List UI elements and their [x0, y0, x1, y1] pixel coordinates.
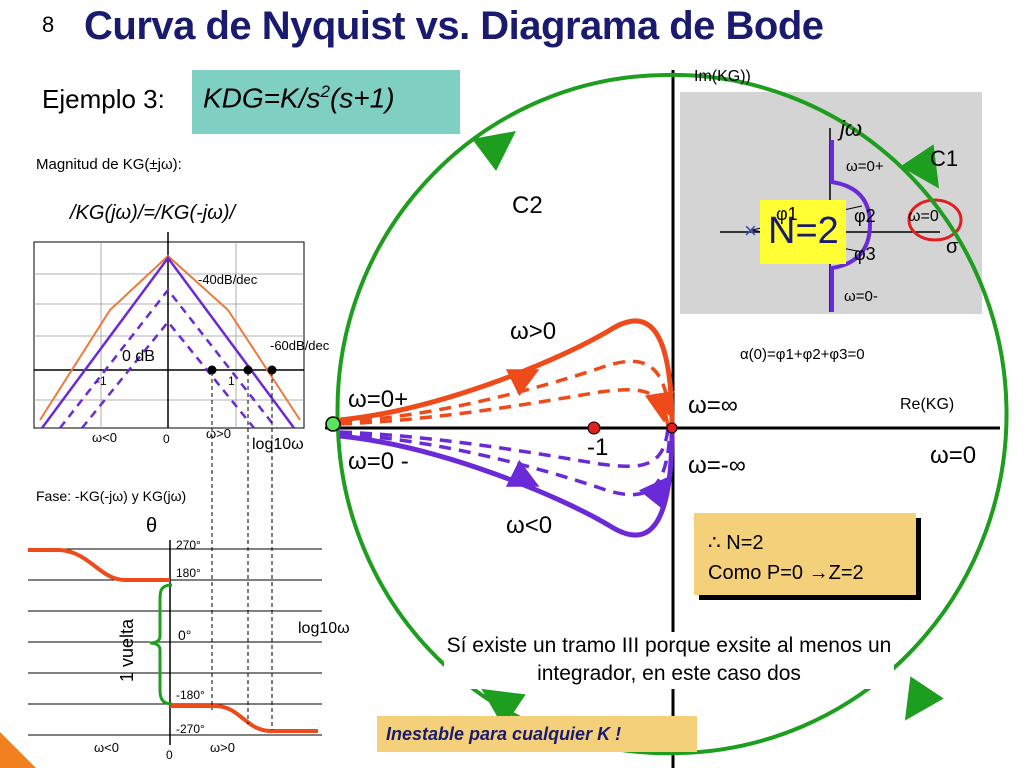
omega-0-right-label: ω=0 — [930, 442, 977, 469]
n2-highlight — [760, 200, 846, 264]
nyquist-positive-branch — [339, 318, 675, 429]
bode-phase-upper-curve — [28, 548, 170, 582]
phase-omega-neg: ω<0 — [94, 740, 119, 755]
conclusion-line1: ∴ N=2 — [708, 532, 764, 554]
purple-arrow-1 — [505, 459, 540, 487]
conclusion-box — [694, 513, 916, 595]
mag-omega-neg: ω<0 — [92, 430, 117, 445]
corner-decoration — [0, 732, 36, 768]
omega-positive-label: ω>0 — [510, 318, 557, 345]
vuelta-label: 1 vuelta — [117, 618, 138, 683]
tick-neg1: -1 — [96, 374, 107, 388]
formula: KDG=K/s2(s+1) — [203, 82, 395, 114]
zero-db-label: 0 dB — [122, 348, 155, 365]
slide-title: Curva de Nyquist vs. Diagrama de Bode — [84, 4, 824, 48]
formula-main: KDG=K/s — [203, 82, 321, 114]
tm270: -270° — [176, 722, 205, 736]
alpha-label: α(0)=φ1+φ2+φ3=0 — [740, 346, 865, 363]
phase-omega-pos: ω>0 — [210, 740, 235, 755]
t0: 0° — [178, 627, 192, 643]
omega-0plus-label: ω=0+ — [348, 386, 409, 413]
omega-0minus-label: ω=0 - — [348, 448, 409, 475]
green-arrow-4 — [481, 688, 526, 728]
w0plus-label: ω=0+ — [846, 158, 884, 175]
theta-label: θ — [146, 515, 158, 537]
pole-x-mark: × — [744, 218, 757, 243]
bode-mag-purple-dash2 — [81, 320, 255, 429]
bode-dot-1 — [207, 365, 217, 375]
t180: 180° — [176, 566, 201, 580]
green-large-circle-upper-left — [335, 73, 666, 429]
connector-lines — [211, 372, 273, 730]
nyquist-positive-dashed-1 — [339, 359, 672, 429]
example-label: Ejemplo 3: — [42, 84, 165, 114]
red-arrow-2 — [644, 390, 675, 423]
tm180: -180° — [176, 688, 205, 702]
bode-mag-orange — [39, 254, 301, 421]
phase-zero: 0 — [166, 748, 173, 762]
unstable-text: Inestable para cualquier K ! — [386, 724, 622, 744]
phi3-label: φ3 — [854, 244, 876, 264]
bode-dot-2 — [243, 365, 253, 375]
bode-phase-lower-curve — [170, 704, 318, 733]
c2-label: C2 — [512, 192, 543, 219]
unstable-box — [377, 716, 697, 752]
phi2-label: φ2 — [854, 206, 876, 226]
explanation-text: Sí existe un tramo III porque exsite al … — [444, 632, 894, 689]
t270: 270° — [176, 538, 201, 552]
c1-contour — [830, 140, 873, 312]
im-label: Im(KG)) — [694, 68, 751, 85]
slide-number: 8 — [42, 12, 55, 37]
phi1-label: φ1 — [776, 204, 798, 224]
purple-arrow-2 — [638, 476, 670, 510]
bode-mag-grid — [34, 242, 304, 428]
sigma-label: σ — [946, 236, 959, 258]
bode-mag-equality: /KG(jω)/=/KG(-jω)/ — [70, 202, 236, 224]
green-arrow-1 — [472, 131, 516, 171]
slope-60: -60dB/dec — [270, 338, 330, 353]
bode-dot-3 — [267, 365, 277, 375]
w0-inset-label: ω=0 — [908, 208, 939, 225]
omega-minf-label: ω=-∞ — [688, 452, 746, 479]
re-label: Re(KG) — [900, 396, 955, 413]
bode-mag-heading: Magnitud de KG(±jω): — [36, 156, 182, 173]
tick-pos1: 1 — [228, 374, 235, 388]
mag-omega-pos: ω>0 — [206, 426, 231, 441]
bode-mag-purple-dash1 — [59, 287, 277, 429]
formula-box — [192, 70, 460, 134]
phase-log-label: log10ω — [298, 620, 350, 637]
c1-label: C1 — [930, 146, 959, 171]
omega-negative-label: ω<0 — [506, 512, 553, 539]
phase-heading: Fase: -KG(-jω) y KG(jω) — [36, 488, 187, 504]
origin-dot — [666, 422, 678, 434]
omega-inf-label: ω=∞ — [688, 392, 738, 419]
green-large-circle — [664, 72, 1009, 755]
vuelta-brace — [149, 583, 173, 706]
bode-mag-frame — [33, 241, 305, 429]
red-arrow-1 — [505, 369, 540, 397]
n2-label: N=2 — [768, 210, 839, 252]
minus-one-label: -1 — [587, 434, 609, 461]
slope-40: -40dB/dec — [198, 272, 258, 287]
mag-zero: 0 — [163, 432, 170, 446]
conclusion-line2: Como P=0 →Z=2 — [708, 562, 864, 584]
green-start-dot — [325, 416, 341, 432]
origin-circle — [907, 198, 963, 242]
minus-one-dot — [587, 421, 601, 435]
green-arrow-2 — [900, 144, 940, 189]
formula-exponent: 2 — [320, 82, 330, 101]
jw-label: jω — [840, 116, 863, 141]
w0minus-label: ω=0- — [844, 288, 878, 305]
green-arrow-3 — [904, 676, 944, 721]
mag-log-label: log10ω — [252, 436, 304, 453]
formula-tail: (s+1) — [329, 82, 395, 114]
